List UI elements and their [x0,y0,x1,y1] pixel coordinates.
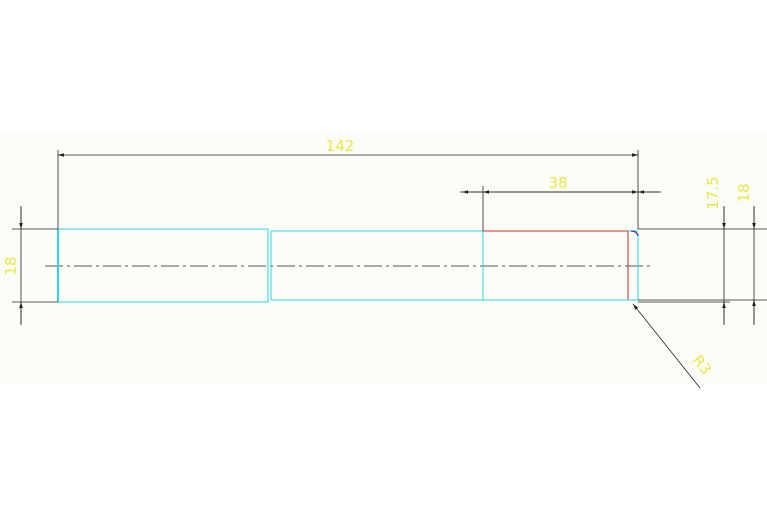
dimension-end-length-label: 38 [548,174,567,192]
dimension-right-inner-diameter: 17.5 [704,176,726,325]
shaft-section-middle [270,230,484,301]
drawing-sheet [0,133,767,383]
shaft-section-end [483,230,639,301]
dimension-left-diameter: 18 [2,206,23,325]
dimension-end-length: 38 [460,174,661,194]
dimension-total-length-label: 142 [326,137,355,155]
fillet-arc [630,230,639,237]
shaft-section-left [57,228,269,303]
dimension-right-inner-diameter-label: 17.5 [704,176,722,209]
dimension-total-length: 142 [58,137,638,157]
dimension-right-outer-diameter-label: 18 [735,183,753,202]
dimension-left-diameter-label: 18 [2,256,20,275]
dimension-right-outer-diameter: 18 [735,183,756,325]
